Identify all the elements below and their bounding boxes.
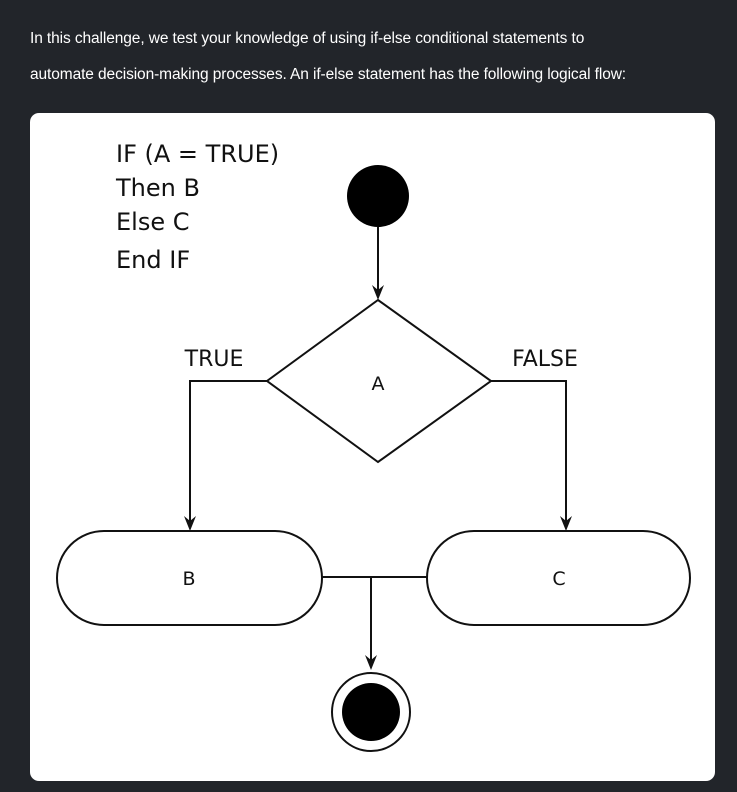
arrowhead-decision [372,285,384,300]
pseudocode-line-1: IF (A = TRUE) [116,140,279,168]
edge-true-branch [189,380,267,528]
pseudocode-line-2: Then B [115,174,200,202]
arrowhead-end [365,655,377,670]
decision-label: A [372,373,385,395]
decision-node [265,298,493,464]
arrowhead-b [184,516,196,531]
diagram-card: IF (A = TRUE) Then B Else C End IF A TRU… [30,113,715,781]
end-node-inner [342,683,400,741]
action-c-label: C [552,568,565,590]
intro-line-2: automate decision-making processes. An i… [30,66,627,83]
action-b-label: B [182,568,195,590]
flowchart-diagram: IF (A = TRUE) Then B Else C End IF A TRU… [56,140,691,752]
edge-false-branch [491,380,567,528]
start-node [347,165,409,227]
true-label: TRUE [184,347,244,372]
intro-paragraph: In this challenge, we test your knowledg… [30,21,720,93]
intro-line-1: In this challenge, we test your knowledg… [30,30,585,47]
pseudocode-line-4: End IF [116,246,190,274]
false-label: FALSE [512,347,578,372]
pseudocode-line-3: Else C [116,208,190,236]
arrowhead-c [560,516,572,531]
